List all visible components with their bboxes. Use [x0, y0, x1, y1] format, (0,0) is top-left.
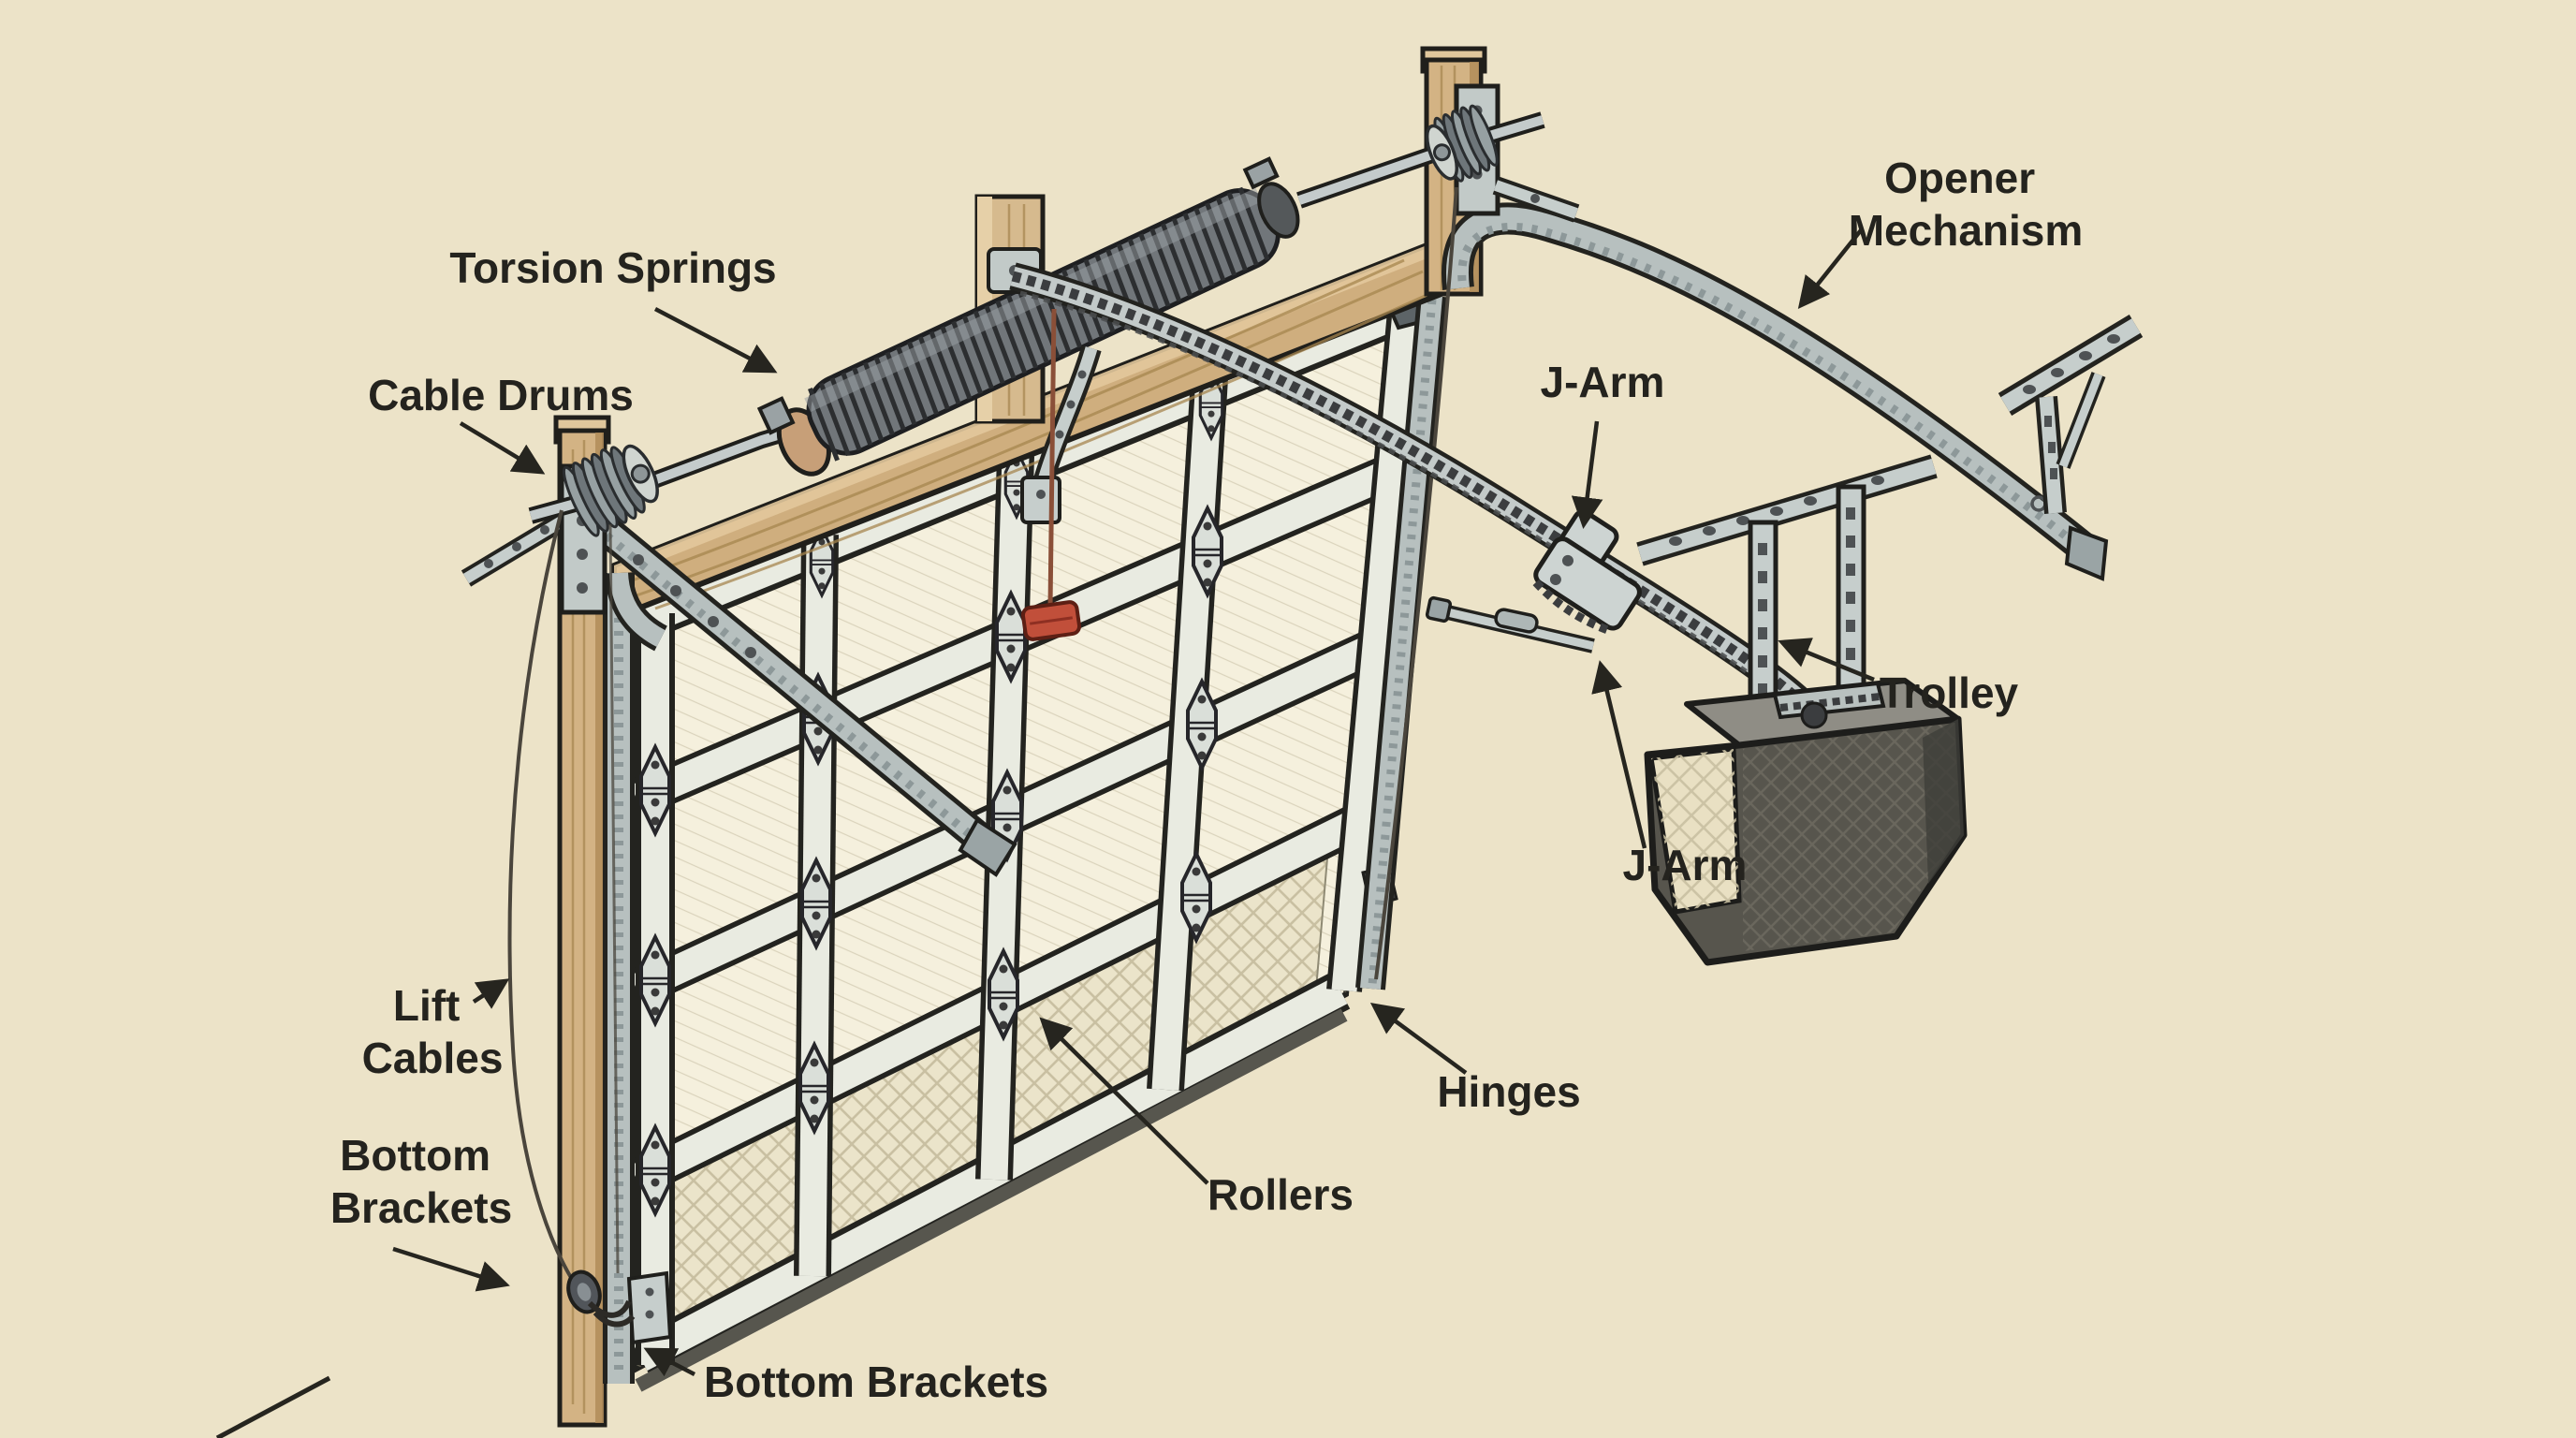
label-j-arm-upper: J-Arm	[1541, 358, 1665, 406]
left-track-system	[461, 463, 1017, 1384]
emergency-release-cord	[1047, 308, 1057, 608]
bottom-bracket-left	[566, 1269, 673, 1345]
leader-bottom-brackets-bottom	[643, 1347, 696, 1377]
leader-opener-mechanism	[1797, 228, 1863, 309]
horizontal-track-left	[589, 511, 1017, 877]
opener-motor-head	[1644, 678, 1968, 966]
torsion-assembly	[528, 104, 1545, 537]
label-hinges: Hinges	[1437, 1067, 1580, 1116]
drive-chain-return	[1019, 290, 1808, 725]
opener-right-shade	[1923, 719, 1964, 884]
label-torsion-springs: Torsion Springs	[449, 243, 776, 292]
hanging-kit	[1636, 454, 1938, 744]
leader-trolley	[1778, 638, 1875, 682]
leader-torsion-springs	[653, 307, 778, 374]
lift-cable-left-inner	[608, 523, 620, 1274]
label-bottom-brackets-left: Bottom Brackets	[330, 1131, 512, 1232]
label-trolley: Trolley	[1880, 668, 2019, 717]
leader-rollers	[1039, 1017, 1209, 1185]
lift-cable-right	[1374, 186, 1458, 980]
angle-stub-left	[461, 508, 575, 587]
cable-drum-left	[562, 444, 659, 537]
label-bottom-brackets-bottom: Bottom Brackets	[704, 1357, 1048, 1406]
vertical-track-right	[1355, 294, 1447, 990]
ceiling-mount-bracket	[1998, 314, 2144, 514]
wood-framing	[553, 46, 1487, 1428]
leader-hinges	[1369, 1003, 1468, 1075]
label-rollers: Rollers	[1208, 1170, 1354, 1219]
garage-door	[627, 271, 1444, 1392]
opener-mechanism-unit	[1636, 454, 1968, 966]
annotations: Torsion Springs Cable Drums Opener Mecha…	[330, 154, 2083, 1406]
leader-bottom-brackets-left	[392, 1246, 510, 1292]
trolley-carriage	[1532, 509, 1642, 636]
rail-channel-on-opener	[1772, 681, 1886, 720]
corner-line	[215, 1375, 331, 1438]
leader-lift-cables	[472, 978, 510, 1009]
leader-cable-drums	[459, 421, 546, 475]
label-opener-mechanism: Opener Mechanism	[1849, 154, 2084, 255]
leader-j-arm-lower	[1591, 660, 1647, 849]
chain-sprocket	[1800, 701, 1828, 729]
track-end-cap	[958, 817, 1017, 877]
torsion-spring	[756, 156, 1300, 477]
label-j-arm-lower: J-Arm	[1623, 841, 1748, 889]
bottom-seal	[635, 1008, 1348, 1392]
lift-cable-left	[507, 509, 584, 1296]
leader-j-arm-upper	[1571, 420, 1603, 530]
opener-body-texture	[1743, 723, 1960, 951]
j-arm-door-rod	[1425, 595, 1595, 653]
label-cable-drums: Cable Drums	[368, 371, 634, 419]
cable-drum-right	[1425, 104, 1499, 183]
label-lift-cables: Lift Cables	[362, 981, 504, 1082]
track-end-cap	[2064, 525, 2109, 581]
